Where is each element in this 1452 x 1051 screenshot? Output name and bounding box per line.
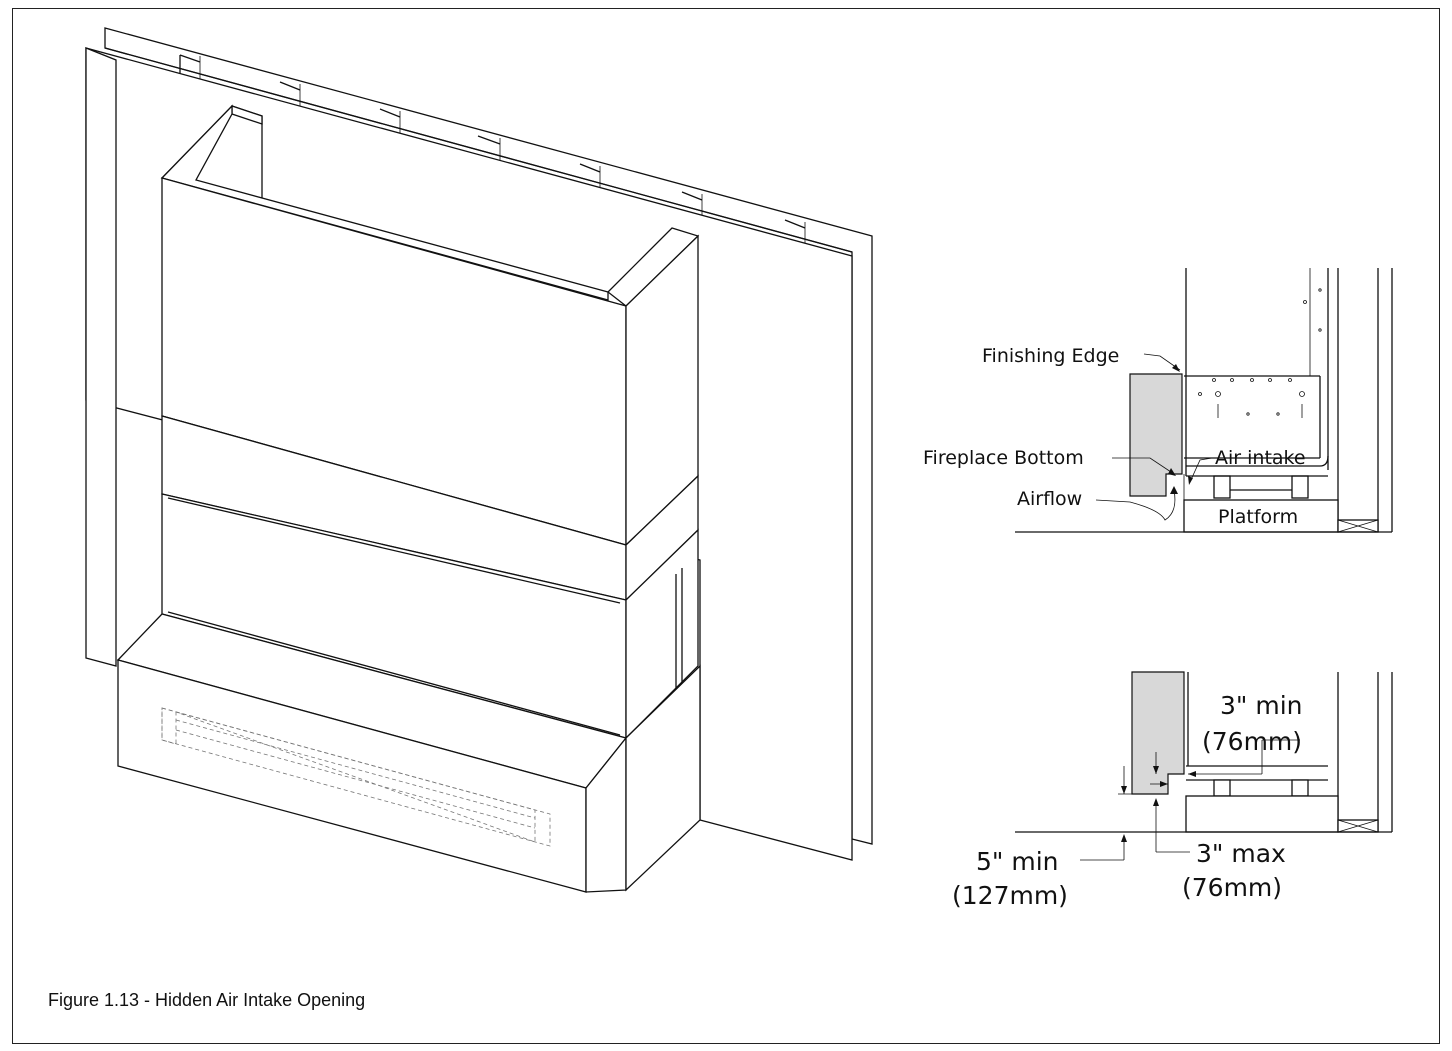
finishing-piece-dim bbox=[1131, 671, 1185, 795]
label-three-min-mm: (76mm) bbox=[1202, 727, 1302, 756]
label-three-min: 3" min bbox=[1220, 691, 1303, 720]
label-fireplace-bottom: Fireplace Bottom bbox=[923, 447, 1084, 469]
figure-caption: Figure 1.13 - Hidden Air Intake Opening bbox=[48, 990, 366, 1010]
detail-top bbox=[1015, 268, 1393, 533]
hidden-air-intake-slot bbox=[161, 707, 551, 847]
framing-studs bbox=[104, 47, 853, 253]
label-air-intake: Air intake bbox=[1215, 447, 1306, 469]
label-five-min: 5" min bbox=[976, 847, 1059, 876]
finishing-piece bbox=[1129, 373, 1183, 497]
fireplace-side bbox=[625, 528, 699, 740]
label-finishing-edge: Finishing Edge bbox=[982, 345, 1119, 367]
label-three-max-mm: (76mm) bbox=[1182, 873, 1282, 902]
isometric-view bbox=[85, 27, 873, 893]
detail-bottom bbox=[1015, 671, 1393, 861]
label-five-min-mm: (127mm) bbox=[952, 881, 1068, 910]
figure-frame bbox=[12, 8, 1440, 1044]
wall-panel-left-edge bbox=[85, 47, 117, 667]
label-platform: Platform bbox=[1218, 506, 1298, 528]
label-three-max: 3" max bbox=[1196, 839, 1286, 868]
chase-top-rail bbox=[160, 104, 609, 301]
label-airflow: Airflow bbox=[1017, 488, 1082, 510]
platform bbox=[1183, 499, 1339, 533]
